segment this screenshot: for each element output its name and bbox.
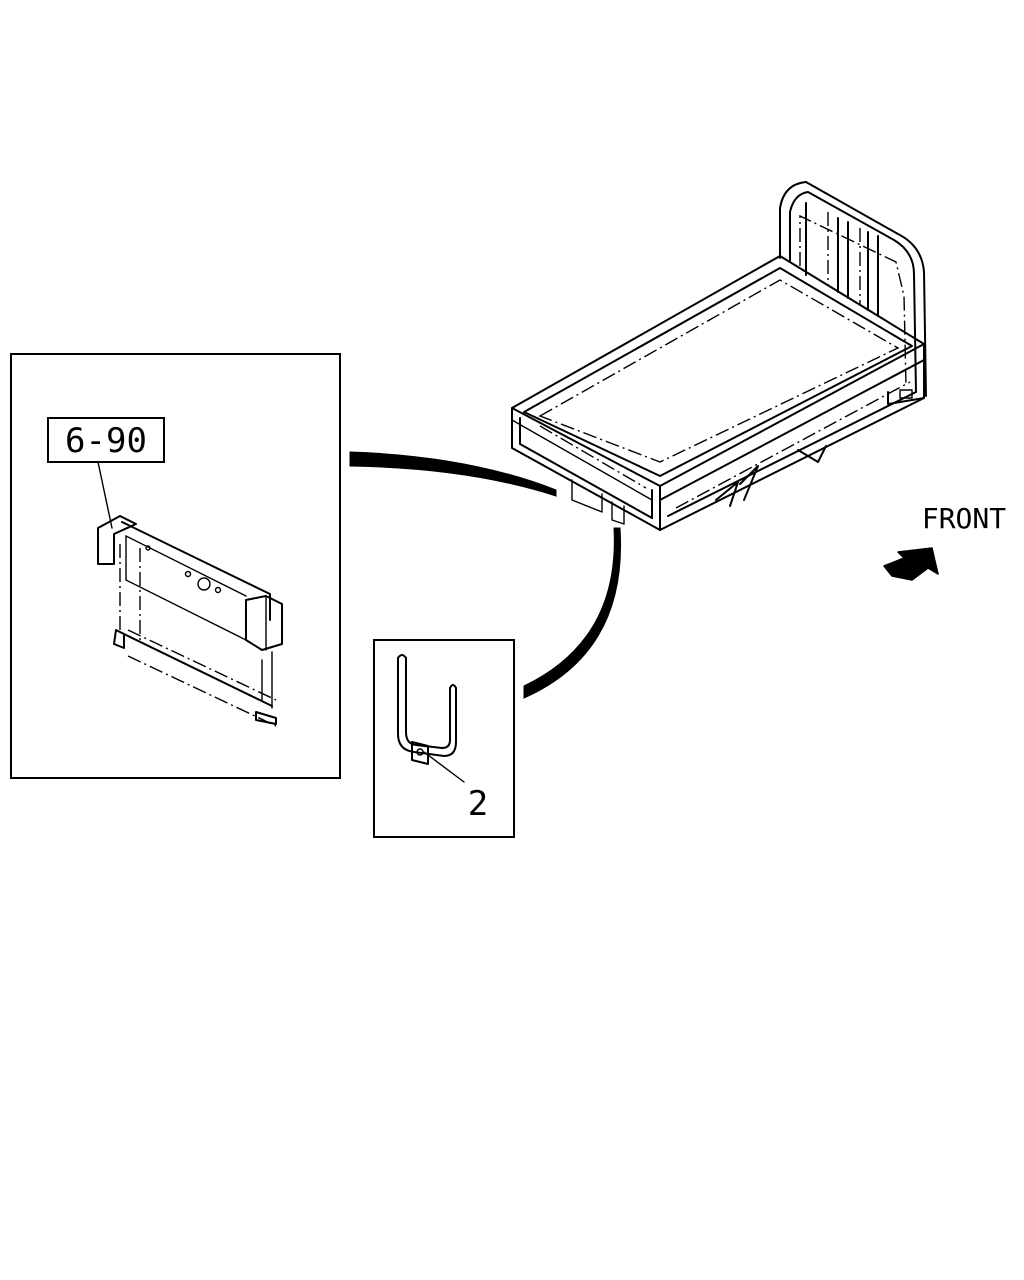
arrow-up-right-icon xyxy=(883,547,939,581)
bed-rim xyxy=(511,255,925,531)
part-number: 2 xyxy=(468,784,488,824)
u-bolt xyxy=(397,654,457,765)
connector-small xyxy=(523,527,622,699)
detail-frame-small xyxy=(373,639,515,838)
part-leader-line xyxy=(423,751,465,783)
front-direction-label: FRONT xyxy=(922,502,1006,535)
ref-leader-line xyxy=(97,461,113,529)
truck-flatbed-drawing xyxy=(511,181,927,531)
ref-label: 6-90 xyxy=(65,421,147,461)
connector-left xyxy=(349,451,557,497)
detail-box-mudflap: 6-90 xyxy=(10,353,341,779)
mudflap-assembly xyxy=(97,515,283,727)
ref-label-box xyxy=(47,417,165,463)
detail-box-u-bolt: 2 xyxy=(373,639,515,838)
headboard xyxy=(779,181,927,405)
